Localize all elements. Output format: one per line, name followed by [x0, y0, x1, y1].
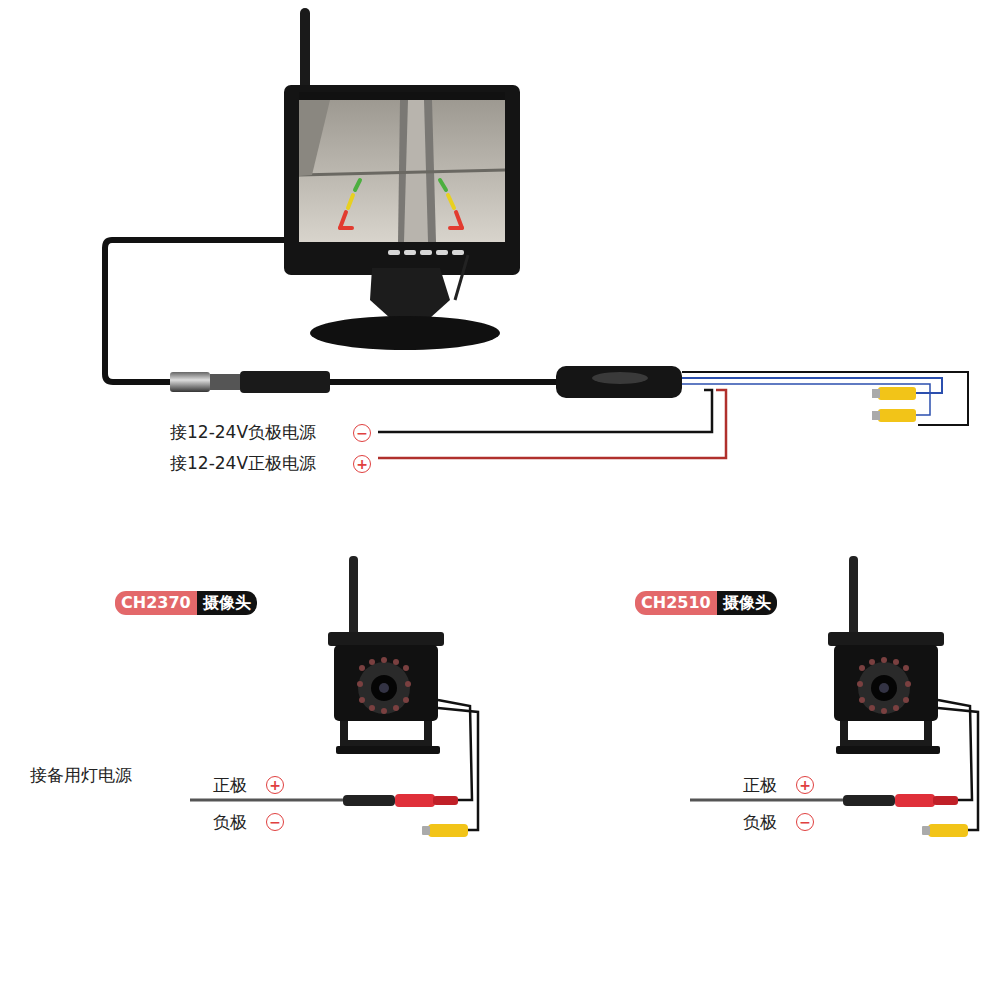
aviation-connector — [240, 371, 330, 393]
positive-wire — [378, 390, 726, 458]
rca-plug — [878, 387, 916, 400]
polarity-label: 负极 — [743, 811, 777, 833]
polarity-label: 正极 — [743, 774, 777, 796]
monitor-buttons — [388, 250, 464, 255]
curb-line — [299, 170, 505, 175]
splitter-box — [556, 366, 682, 398]
camera-badge: 摄像头 — [197, 591, 257, 615]
polarity-symbol: − — [353, 424, 371, 442]
aviation-connector — [210, 374, 240, 390]
camera-badge: 摄像头 — [717, 591, 777, 615]
polarity-label: 正极 — [213, 774, 247, 796]
polarity-symbol: − — [266, 813, 284, 831]
cable — [330, 379, 560, 385]
model-badge: CH2370 — [115, 591, 197, 615]
polarity-symbol: + — [796, 776, 814, 794]
power-label: 接12-24V正极电源 — [170, 452, 316, 474]
antenna — [300, 8, 310, 92]
polarity-symbol: + — [266, 776, 284, 794]
negative-wire — [378, 390, 712, 432]
car-side — [299, 100, 330, 176]
polarity-symbol: + — [353, 455, 371, 473]
badge-text: CH2510 — [641, 593, 711, 612]
polarity-label: 负极 — [213, 811, 247, 833]
screen-top-bar — [299, 92, 505, 100]
rca-plug — [872, 411, 880, 420]
camera — [690, 556, 978, 837]
badge-text: 摄像头 — [203, 593, 251, 612]
badge-text: 摄像头 — [723, 593, 771, 612]
rca-plug — [878, 409, 916, 422]
model-badge: CH2510 — [635, 591, 717, 615]
monitor-cable — [105, 240, 284, 382]
aviation-connector — [170, 372, 210, 392]
power-label: 接12-24V负极电源 — [170, 421, 316, 443]
splitter-box — [592, 372, 648, 384]
camera — [190, 556, 478, 837]
stand-base — [310, 316, 500, 350]
badge-text: CH2370 — [121, 593, 191, 612]
monitor-housing — [284, 85, 520, 275]
power-label: 接备用灯电源 — [30, 764, 132, 786]
polarity-symbol: − — [796, 813, 814, 831]
monitor-wire — [455, 255, 468, 300]
parking-guide — [340, 180, 462, 228]
monitor-stand — [370, 268, 450, 318]
monitor-screen — [299, 92, 505, 242]
rca-plug — [872, 389, 880, 398]
